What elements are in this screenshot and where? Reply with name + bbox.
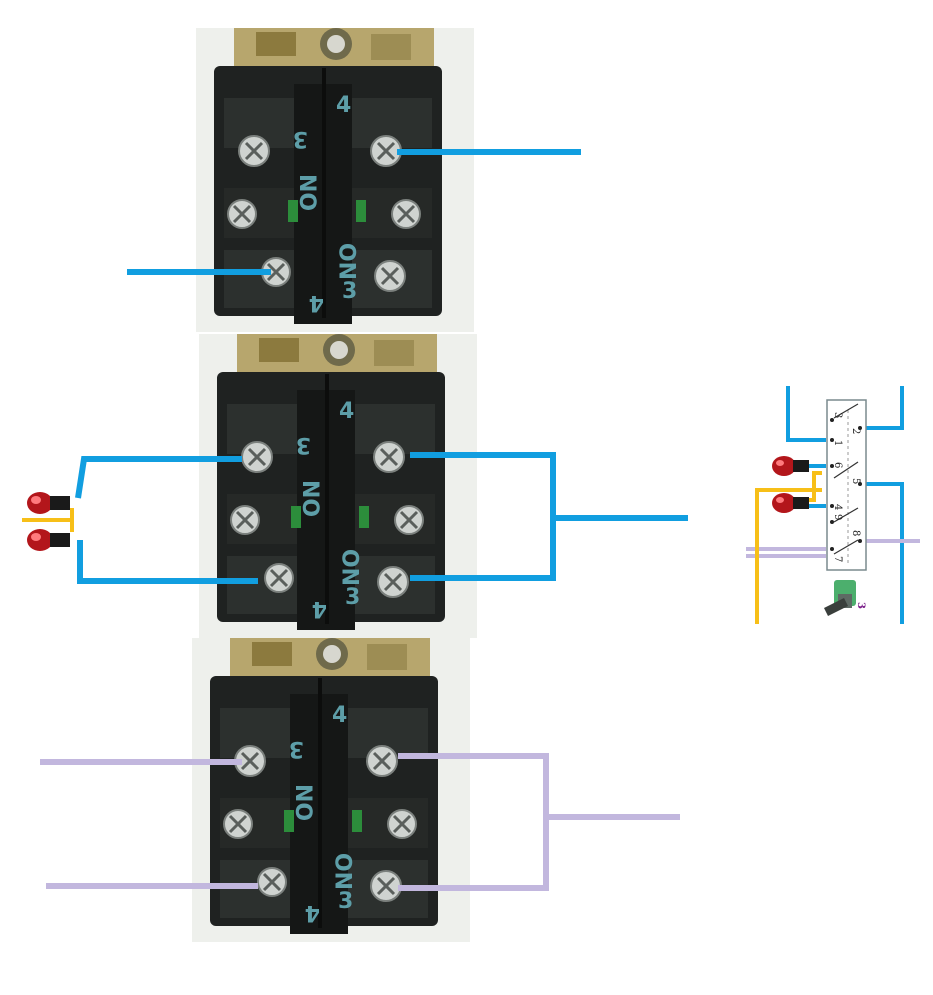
terminal-label: 3 [345,585,360,610]
no-label: NO [290,784,315,821]
wires-block-1 [127,149,581,275]
terminal-number: 9 [832,514,843,520]
terminal-label: 3 [338,889,353,914]
pilot-lamp-icon [772,493,809,513]
terminal-label: 3 [296,432,311,457]
contact-block-2: 3 4 NO NO 4 3 [197,332,479,640]
no-label: NO [337,243,362,280]
terminal-label: 4 [332,703,347,728]
terminal-number: 6 [832,462,843,468]
contact-block-1: 3 4 NO NO 4 3 [194,26,476,334]
wires-block-3 [40,753,680,891]
terminal-label: 3 [293,126,308,151]
wires-block-2 [75,452,688,584]
terminal-label: 4 [309,290,324,315]
pilot-lamp-icon [27,492,70,514]
terminal-number: 1 [832,440,843,446]
terminal-label: 4 [336,93,351,118]
terminal-label: 4 [305,900,320,925]
terminal-label: 3 [289,736,304,761]
no-label: NO [333,853,358,890]
terminal-number: 2 [850,428,861,434]
terminal-number: 3 [832,412,843,418]
switch-schematic: 3 2 1 6 5 4 9 7 8 3 [746,386,920,624]
terminal-label: 4 [339,399,354,424]
terminal-number: 4 [832,504,843,510]
terminal-number: 7 [832,556,843,562]
terminal-label: 3 [342,279,357,304]
switch-number-label: 3 [855,602,866,609]
pilot-lamp-icon [772,456,809,476]
terminal-number: 8 [850,530,861,536]
contact-block-3: 3 4 NO NO 4 3 [190,636,472,944]
no-label: NO [340,549,365,586]
selector-switch-icon [824,580,856,616]
lamp-bridge-wire [22,508,74,532]
terminal-label: 4 [312,596,327,621]
pilot-lamp-icon [27,529,70,551]
no-label: NO [294,174,319,211]
terminal-number: 5 [850,478,861,484]
no-label: NO [297,480,322,517]
